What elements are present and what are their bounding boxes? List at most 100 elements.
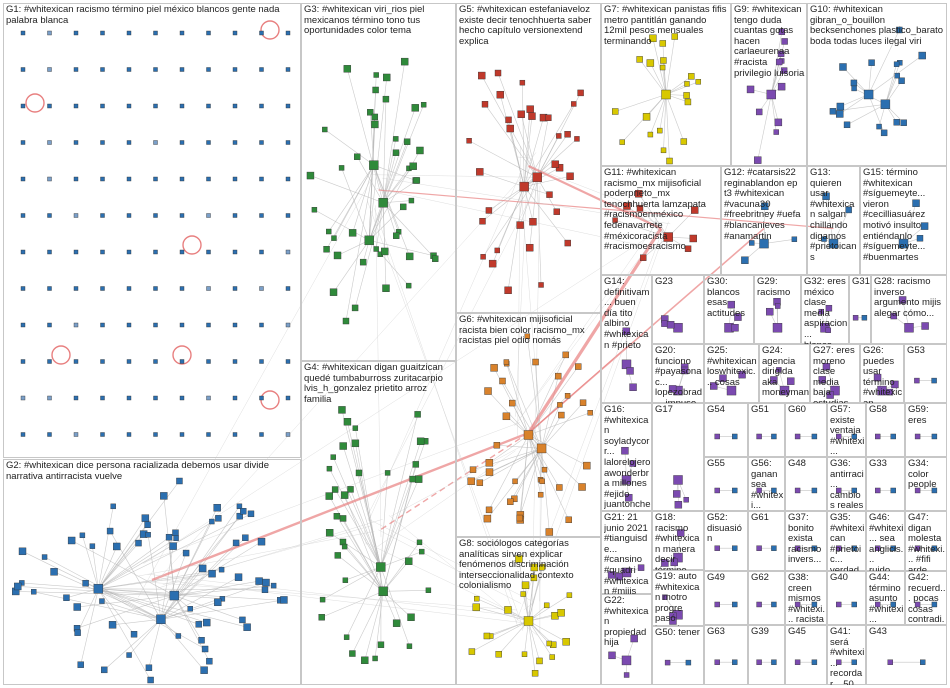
node	[732, 487, 738, 494]
node	[343, 634, 350, 640]
node	[311, 207, 318, 213]
group-box-g35: G35: #whitexican #prietoic... verdad bue…	[827, 511, 866, 571]
node	[383, 73, 391, 82]
node	[206, 432, 211, 437]
group-label-g19: G19: auto #whitexican motro progre pasó …	[655, 572, 700, 626]
edge	[369, 240, 434, 256]
node	[214, 598, 222, 607]
node	[262, 578, 270, 587]
edge	[638, 193, 669, 238]
node	[206, 359, 211, 364]
node	[153, 322, 158, 328]
edge	[506, 361, 542, 449]
node	[851, 545, 857, 551]
node	[20, 103, 26, 109]
edge	[160, 542, 237, 620]
node	[621, 475, 632, 485]
edge	[380, 479, 419, 568]
node	[257, 537, 266, 546]
node	[893, 119, 900, 126]
edge	[160, 506, 240, 620]
node	[566, 172, 574, 180]
node	[556, 484, 563, 491]
group-label-g40: G40	[830, 573, 848, 583]
node	[554, 372, 562, 380]
node	[637, 564, 645, 571]
edge	[514, 448, 542, 499]
edge	[382, 542, 420, 592]
node	[247, 510, 255, 518]
node	[20, 140, 26, 145]
node	[626, 367, 634, 375]
node	[373, 72, 379, 78]
node	[509, 399, 516, 407]
node	[419, 548, 425, 555]
group-label-g23: G23	[655, 277, 673, 287]
group-label-g39: G39	[751, 627, 769, 637]
node	[621, 447, 629, 455]
node	[818, 376, 826, 384]
group-label-g47: G47: digan molesta #whitexi... #fifi ard…	[908, 513, 945, 571]
node	[285, 213, 291, 218]
edge	[138, 181, 371, 598]
node	[413, 177, 421, 184]
node	[671, 33, 678, 40]
node	[110, 503, 116, 510]
node	[553, 208, 560, 215]
edge	[650, 62, 667, 95]
node	[546, 640, 552, 647]
node	[198, 564, 207, 573]
node	[771, 433, 777, 440]
node	[771, 545, 777, 551]
group-box-g31: G31	[849, 275, 871, 344]
node	[126, 213, 132, 218]
edge	[352, 165, 375, 233]
edge	[523, 103, 575, 187]
edge	[160, 576, 239, 620]
node	[203, 618, 211, 627]
group-box-g10: G10: #whitexican gibran_o_bouillon becks…	[807, 3, 947, 166]
node	[20, 432, 26, 437]
node	[153, 359, 158, 364]
node	[843, 121, 851, 129]
node	[539, 478, 545, 485]
node	[749, 240, 755, 246]
node	[242, 534, 249, 541]
group-label-g58: G58	[869, 405, 887, 415]
group-box-g27: G27: eres moreno clase media baja estudi…	[810, 344, 860, 403]
group-box-g51: G51	[748, 403, 785, 457]
node	[100, 359, 105, 364]
edge	[484, 104, 538, 178]
node	[232, 539, 240, 547]
node	[896, 26, 903, 34]
group-box-g39: G39	[748, 625, 785, 685]
group-box-g60: G60	[785, 403, 827, 457]
node	[530, 574, 538, 582]
edge	[488, 186, 525, 211]
node	[732, 601, 738, 608]
node	[47, 67, 52, 72]
edge	[825, 196, 834, 244]
group-label-g35: G35: #whitexican #prietoic... verdad bue…	[830, 513, 865, 571]
node	[405, 282, 412, 289]
node	[494, 247, 500, 254]
node	[680, 138, 688, 145]
edge	[350, 489, 382, 568]
node	[474, 595, 480, 602]
node	[126, 395, 132, 401]
node	[669, 617, 677, 625]
node	[890, 433, 896, 440]
node	[285, 395, 291, 401]
node	[259, 359, 264, 364]
node	[811, 545, 818, 551]
group-box-g40: G40	[827, 571, 866, 625]
node	[341, 543, 348, 550]
group-label-g32: G32: eres méxico clase media aspiracion.…	[804, 277, 848, 344]
edge	[527, 227, 663, 434]
node	[914, 433, 921, 440]
edge	[374, 208, 519, 628]
group-label-g29: G29: racismo	[757, 277, 791, 298]
node	[259, 176, 264, 182]
node	[468, 648, 476, 655]
edge	[523, 602, 535, 611]
